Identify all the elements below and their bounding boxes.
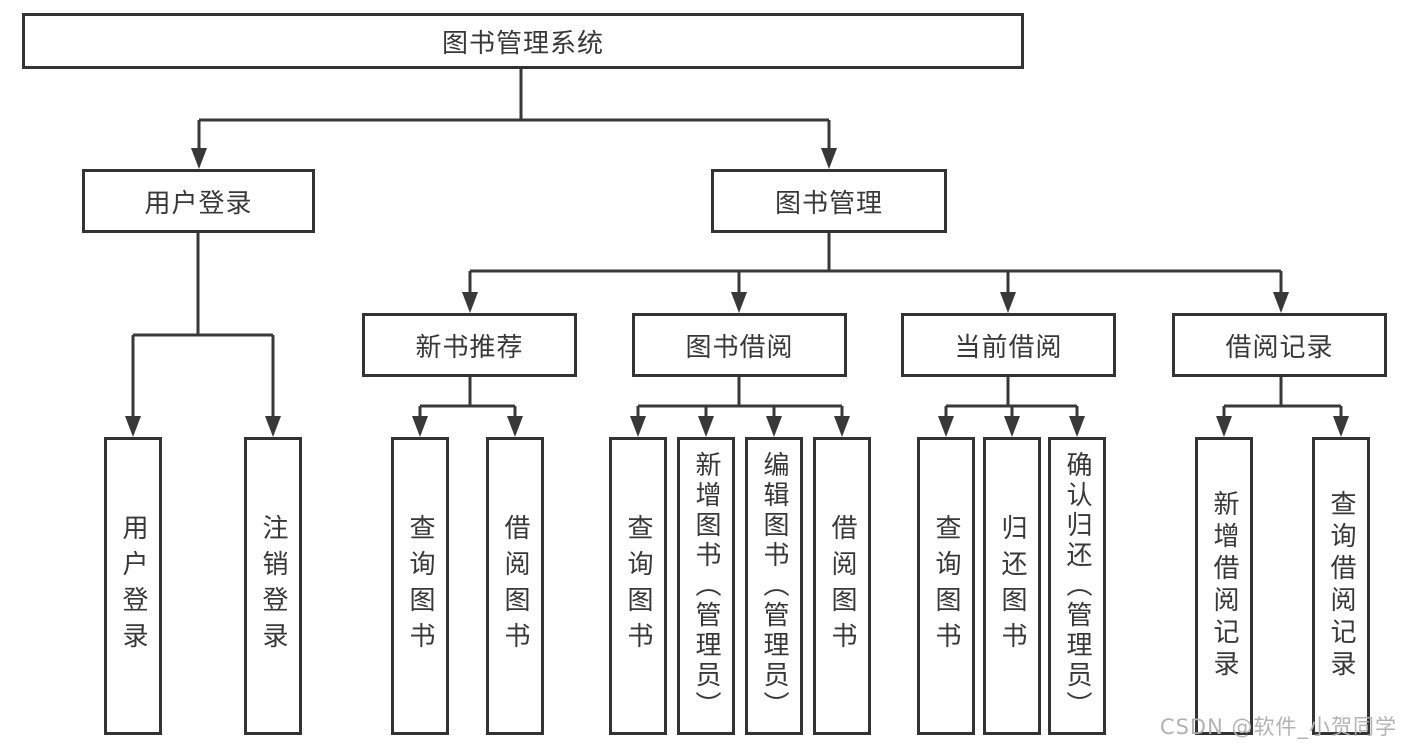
leaf-borrow-edit-book-admin: 编辑图书（管理员） — [745, 437, 803, 735]
leaf-user-login: 用户登录 — [104, 437, 162, 735]
leaf-borrow-add-book-admin: 新增图书（管理员） — [677, 437, 735, 735]
leaf-recommend-borrow-book: 借阅图书 — [486, 437, 544, 735]
leaf-current-confirm-return-admin: 确认归还（管理员） — [1048, 437, 1106, 735]
arrowheads — [125, 148, 1349, 437]
leaf-current-return-book: 归还图书 — [983, 437, 1041, 735]
node-new-book-recommend: 新书推荐 — [362, 313, 577, 377]
node-user-login: 用户登录 — [82, 169, 315, 233]
leaf-records-add-record: 新增借阅记录 — [1195, 437, 1253, 735]
node-book-borrow: 图书借阅 — [632, 313, 847, 377]
leaf-records-query-record: 查询借阅记录 — [1312, 437, 1370, 735]
node-book-management: 图书管理 — [711, 169, 947, 233]
node-root: 图书管理系统 — [22, 13, 1024, 69]
node-current-borrow: 当前借阅 — [901, 313, 1116, 377]
leaf-borrow-borrow-book: 借阅图书 — [813, 437, 871, 735]
leaf-user-logout: 注销登录 — [244, 437, 302, 735]
leaf-current-query-book: 查询图书 — [917, 437, 975, 735]
connector-strokes — [131, 68, 1343, 418]
csdn-watermark: CSDN @软件_小贺同学 — [1159, 715, 1397, 739]
leaf-recommend-query-book: 查询图书 — [391, 437, 449, 735]
node-borrow-records: 借阅记录 — [1172, 313, 1387, 377]
leaf-borrow-query-book: 查询图书 — [609, 437, 667, 735]
